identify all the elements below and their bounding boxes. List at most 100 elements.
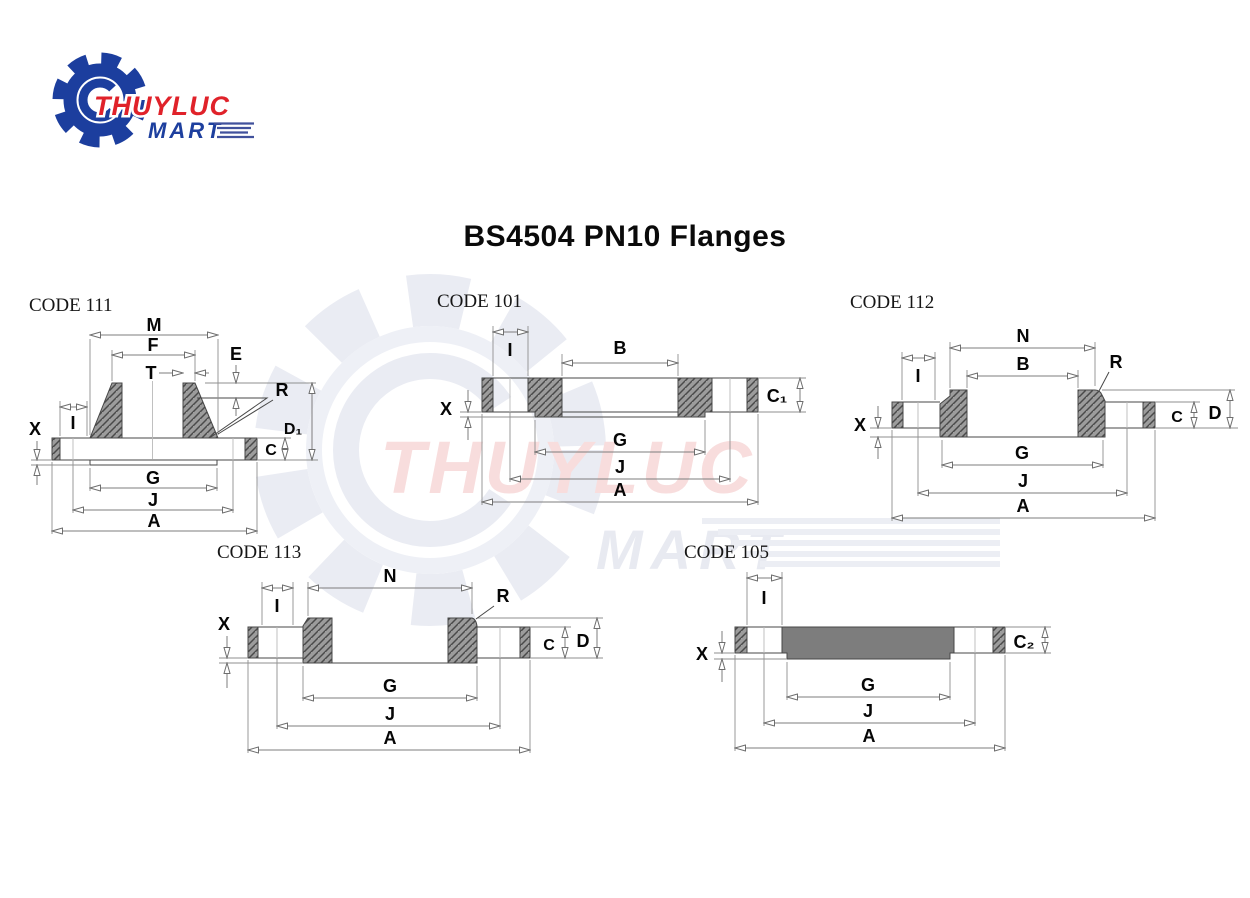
page-title: BS4504 PN10 Flanges — [463, 220, 787, 253]
dim-I: I — [262, 582, 293, 625]
dim-label-t: T — [146, 363, 157, 383]
dim-label-d1: D₁ — [284, 421, 303, 438]
flange-section — [247, 617, 603, 664]
dim-label-a: A — [384, 728, 397, 748]
dim-label-i: I — [915, 366, 920, 386]
plate-outline — [891, 401, 1156, 429]
logo: THUYLUC MART — [52, 52, 254, 148]
dim-label-b: B — [1017, 354, 1030, 374]
dim-A: A — [482, 414, 758, 505]
hatch-block — [891, 401, 904, 429]
code-label: CODE 101 — [437, 291, 522, 312]
logo-brand-text: THUYLUC — [94, 91, 230, 121]
dim-label-m: M — [147, 315, 162, 335]
plate-outline — [481, 377, 759, 413]
dim-G: G — [942, 440, 1103, 468]
watermark-brand-text: THUYLUC — [380, 426, 755, 509]
dim-E: E — [230, 344, 242, 416]
dim-label-x: X — [854, 415, 866, 435]
dim-label-g: G — [613, 430, 627, 450]
hatch-block — [481, 377, 494, 413]
dim-C2: C₂ — [1005, 627, 1051, 653]
dim-label-c: C — [265, 442, 277, 459]
hatch-block — [1142, 401, 1156, 429]
dim-J: J — [277, 658, 500, 729]
bore-wall — [527, 377, 563, 418]
hatch-block — [244, 437, 258, 461]
dim-A: A — [52, 462, 257, 534]
dim-label-i: I — [70, 413, 75, 433]
bore-wall — [677, 377, 713, 418]
dim-label-g: G — [1015, 443, 1029, 463]
hatch-block — [734, 626, 748, 654]
dim-label-n: N — [384, 566, 397, 586]
code-label: CODE 112 — [850, 292, 934, 313]
diagram-code-111: CODE 111 M F T — [29, 295, 318, 541]
dim-X: X — [29, 419, 90, 485]
blind-center — [781, 626, 955, 660]
dim-label-a: A — [148, 511, 161, 531]
dim-label-x: X — [29, 419, 41, 439]
logo-speed-lines — [214, 122, 254, 139]
flange-section — [734, 626, 1006, 660]
dim-label-c1: C₁ — [767, 386, 787, 406]
code-label: CODE 111 — [29, 295, 113, 316]
hatch-block — [51, 437, 61, 461]
hatch-block — [519, 626, 531, 659]
dim-label-c: C — [1171, 409, 1183, 426]
dim-G: G — [535, 420, 705, 455]
dim-label-j: J — [863, 701, 873, 721]
dim-label-r: R — [1110, 352, 1123, 372]
dim-label-a: A — [614, 480, 627, 500]
leader-line — [475, 605, 495, 620]
dim-label-n: N — [1017, 326, 1030, 346]
dim-N: N — [950, 326, 1095, 388]
dim-R: R — [1098, 352, 1123, 392]
dim-label-a: A — [1017, 496, 1030, 516]
diagram-code-105: CODE 105 I X C₂ G — [684, 542, 1051, 758]
dim-R: R — [217, 380, 289, 435]
dim-label-g: G — [861, 675, 875, 695]
dim-J: J — [73, 461, 233, 513]
dim-label-a: A — [863, 726, 876, 746]
logo-gear-icon — [52, 52, 148, 148]
dim-label-b: B — [614, 338, 627, 358]
dim-B: B — [562, 338, 678, 376]
hatch-block — [247, 626, 259, 659]
dim-X: X — [854, 406, 940, 459]
dim-label-r: R — [497, 586, 510, 606]
dim-A: A — [248, 660, 530, 753]
dim-X: X — [696, 631, 787, 682]
hub-wall — [302, 617, 333, 664]
dim-B: B — [967, 354, 1078, 388]
flange-section — [891, 389, 1235, 438]
dim-label-r: R — [276, 380, 289, 400]
dim-label-j: J — [615, 457, 625, 477]
dim-I: I — [60, 401, 87, 436]
dim-label-e: E — [230, 344, 242, 364]
dim-D: D — [577, 618, 598, 658]
dim-label-g: G — [383, 676, 397, 696]
dim-C1: C₁ — [758, 378, 806, 412]
dim-label-f: F — [148, 335, 159, 355]
dim-T: T — [146, 363, 209, 383]
watermark-sub-text: MART — [596, 518, 789, 581]
dim-I: I — [902, 352, 935, 400]
dim-label-i: I — [274, 596, 279, 616]
weld-taper-mark — [197, 397, 269, 438]
dim-label-c2: C₂ — [1014, 632, 1035, 652]
hub-wall — [1077, 389, 1106, 438]
dim-I: I — [493, 326, 528, 376]
flange-section — [481, 377, 759, 418]
dim-label-c: C — [543, 637, 555, 654]
dim-C: C — [530, 627, 603, 658]
dim-label-x: X — [218, 614, 230, 634]
dim-A: A — [892, 430, 1155, 521]
hub-wall — [182, 382, 219, 439]
dim-label-d: D — [1209, 403, 1222, 423]
hub-wall — [89, 382, 123, 439]
dim-G: G — [90, 468, 217, 491]
raised-face — [89, 460, 218, 466]
dim-X: X — [218, 614, 303, 688]
hatch-block — [992, 626, 1006, 654]
